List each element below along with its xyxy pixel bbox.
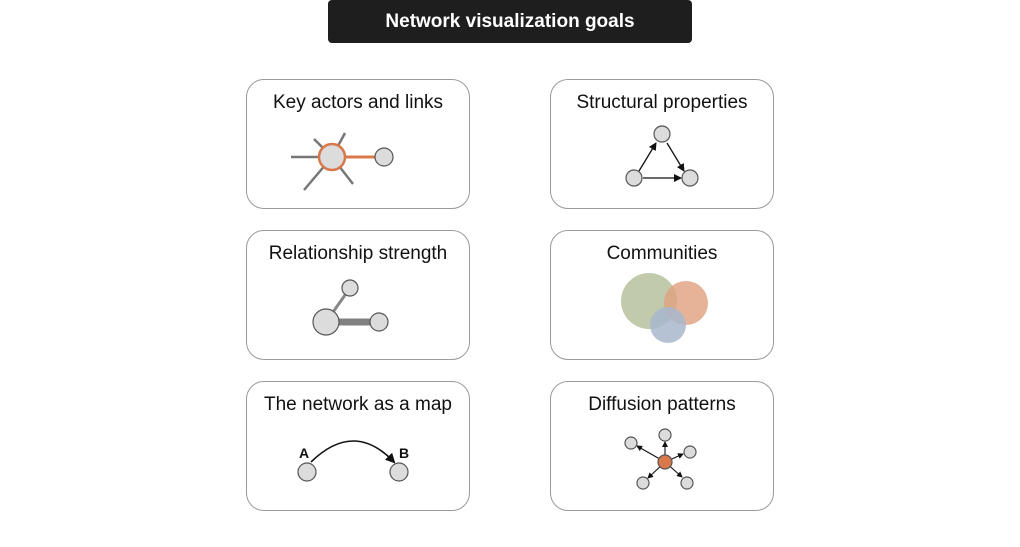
path-a-to-b-icon: A B bbox=[297, 440, 409, 482]
overlapping-circles-icon bbox=[621, 273, 708, 343]
card-key-actors: Key actors and links bbox=[246, 79, 470, 209]
page-title: Network visualization goals bbox=[328, 0, 692, 43]
page-title-text: Network visualization goals bbox=[385, 10, 635, 32]
card-network-map: The network as a map A B bbox=[246, 381, 470, 511]
card-title: Structural properties bbox=[576, 92, 748, 113]
card-diffusion-patterns: Diffusion patterns bbox=[550, 381, 774, 511]
card-relationship-strength: Relationship strength bbox=[246, 230, 470, 360]
card-title: Diffusion patterns bbox=[588, 394, 736, 415]
weighted-edges-icon bbox=[312, 279, 389, 336]
card-title: The network as a map bbox=[264, 394, 452, 415]
card-title: Communities bbox=[606, 243, 718, 264]
node-a-label: A bbox=[299, 445, 309, 461]
card-structural-properties: Structural properties bbox=[550, 79, 774, 209]
spreading-node-icon bbox=[624, 428, 697, 490]
hub-node-icon bbox=[291, 132, 394, 191]
node-b-label: B bbox=[399, 445, 409, 461]
card-communities: Communities bbox=[550, 230, 774, 360]
card-title: Key actors and links bbox=[272, 92, 444, 113]
card-title: Relationship strength bbox=[268, 243, 448, 264]
directed-triangle-icon bbox=[625, 125, 699, 187]
